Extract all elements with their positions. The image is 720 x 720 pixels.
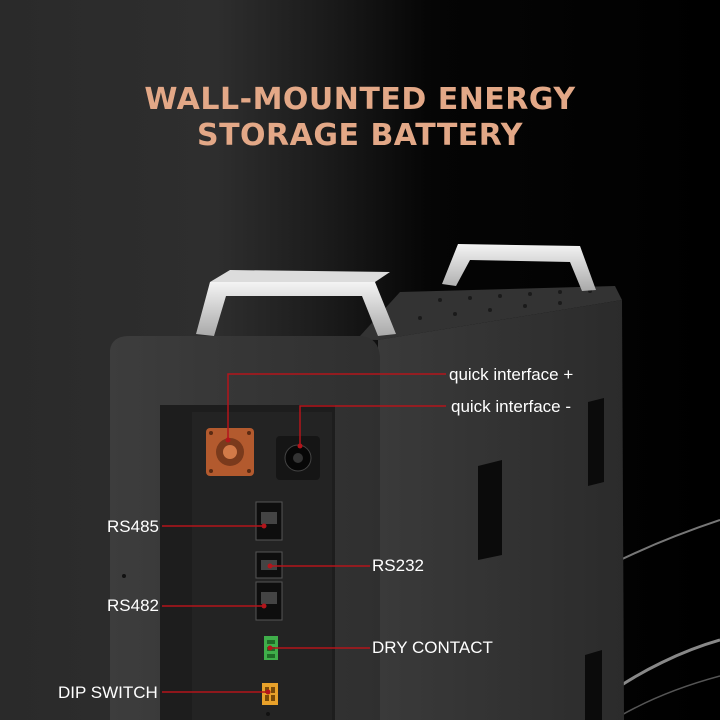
rs482-port <box>255 581 283 621</box>
handle-rear <box>442 244 596 291</box>
leader-dots <box>225 437 303 695</box>
label-rs232: RS232 <box>372 556 424 575</box>
rs485-port <box>255 501 283 541</box>
headline-line-1: WALL-MOUNTED ENERGY <box>144 82 576 117</box>
label-rs482: RS482 <box>107 596 159 615</box>
dip-switch <box>262 683 278 705</box>
label-dip-switch: DIP SWITCH <box>58 683 158 702</box>
label-rs485: RS485 <box>107 517 159 536</box>
negative-connector <box>276 436 320 480</box>
handle-front <box>196 270 396 336</box>
side-slots <box>478 398 604 720</box>
battery-top-face <box>125 286 622 340</box>
positive-connector <box>206 428 254 476</box>
headline-line-2: STORAGE BATTERY <box>196 118 523 153</box>
leader-lines <box>162 373 446 693</box>
label-quick-interface-plus: quick interface + <box>449 365 574 384</box>
label-quick-interface-minus: quick interface - <box>451 397 571 416</box>
label-dry-contact: DRY CONTACT <box>372 638 493 657</box>
